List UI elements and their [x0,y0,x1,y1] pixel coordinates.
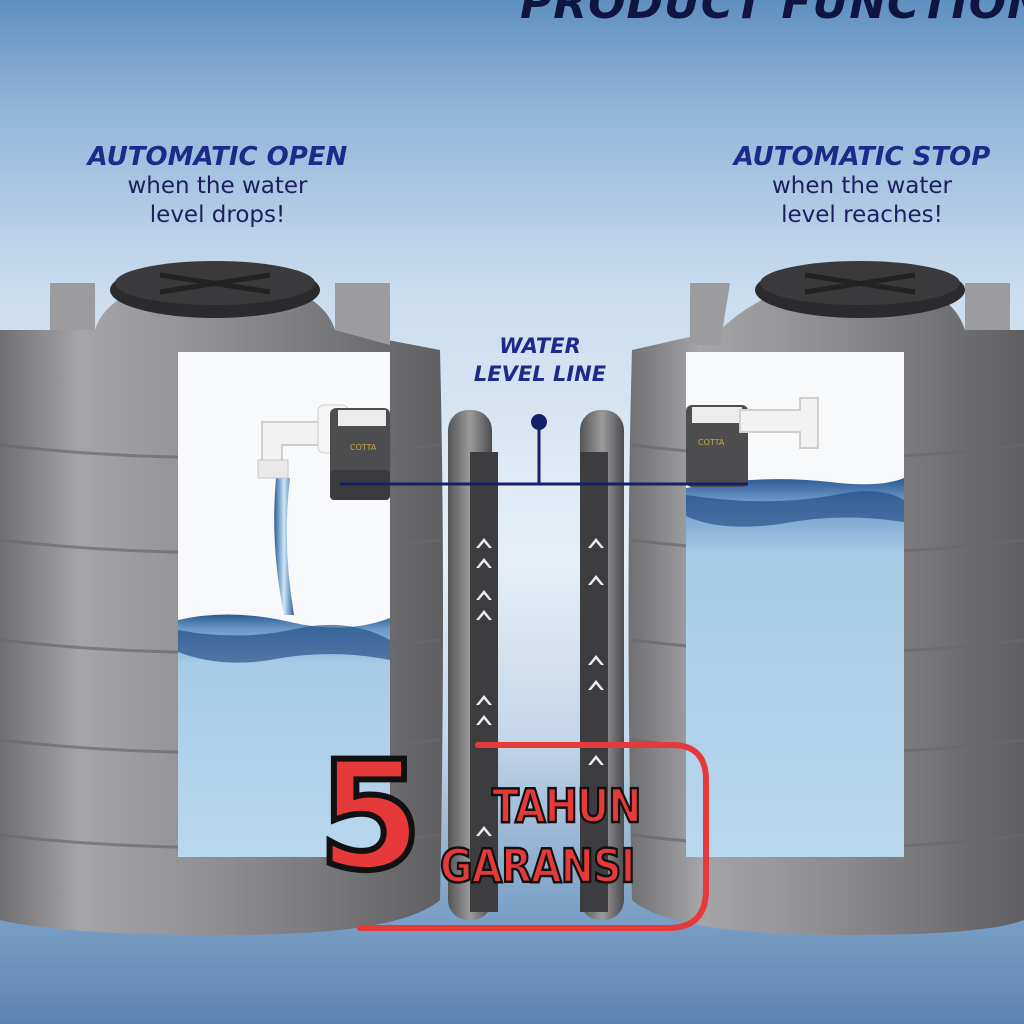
warranty-number: 5 [315,730,425,904]
left-caption-title: AUTOMATIC OPEN [87,142,348,172]
right-water [686,478,904,857]
warranty-word-garansi: GARANSI [439,839,636,893]
water-level-line [340,414,748,486]
right-float-valve [686,405,748,487]
right-caption-line2: level reaches! [781,202,943,228]
right-caption: AUTOMATIC STOP when the water level reac… [712,142,1012,230]
left-caption-line2: level drops! [149,202,286,228]
page-heading: PRODUCT FUNCTION [520,0,1024,29]
water-level-label: WATER LEVEL LINE [470,332,610,388]
water-level-label-line1: WATER [499,334,581,358]
left-caption: AUTOMATIC OPEN when the water level drop… [70,142,365,230]
right-valve-brand: COTTA [698,438,725,447]
right-caption-line1: when the water [771,173,952,199]
warranty-frame [357,742,709,931]
right-caption-title: AUTOMATIC STOP [733,142,991,172]
right-tank [580,261,1024,935]
left-caption-line1: when the water [127,173,308,199]
left-water [178,614,390,857]
level-marker-dot [531,414,547,430]
water-level-label-line2: LEVEL LINE [473,362,607,386]
flow-arrows [476,538,604,836]
warranty-word-tahun: TAHUN [491,779,643,833]
left-tank [0,261,498,935]
left-valve-brand: COTTA [350,443,377,452]
water-stream [274,478,294,615]
